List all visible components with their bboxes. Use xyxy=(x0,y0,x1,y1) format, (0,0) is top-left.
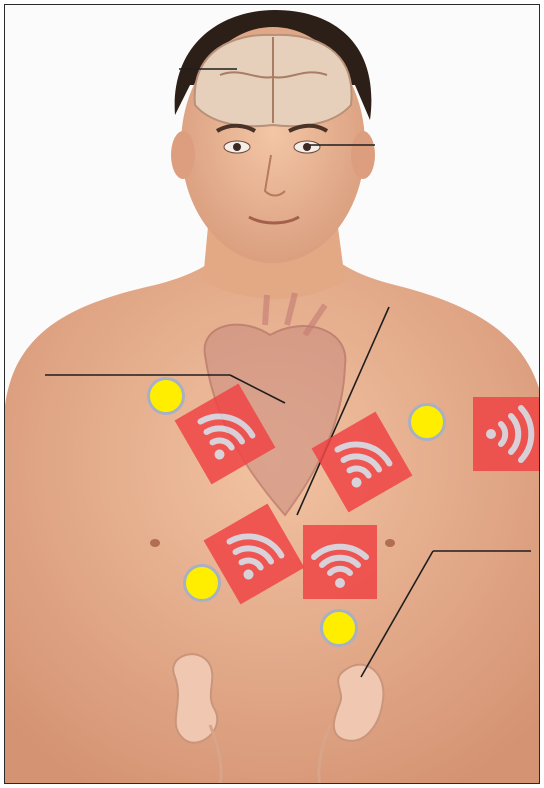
sensor-dot-1 xyxy=(147,377,185,415)
sensor-dot-2 xyxy=(408,403,446,441)
sensor-dot-3 xyxy=(183,564,221,602)
wireless-signal-icon xyxy=(473,397,540,471)
rf-tile-3 xyxy=(473,397,540,471)
body-illustration xyxy=(5,5,540,784)
anatomy-figure xyxy=(4,4,540,784)
wifi-icon xyxy=(303,525,377,599)
left-ear xyxy=(171,131,195,179)
right-ear xyxy=(351,131,375,179)
sensor-dot-4 xyxy=(320,609,358,647)
rf-tile-5 xyxy=(303,525,377,599)
